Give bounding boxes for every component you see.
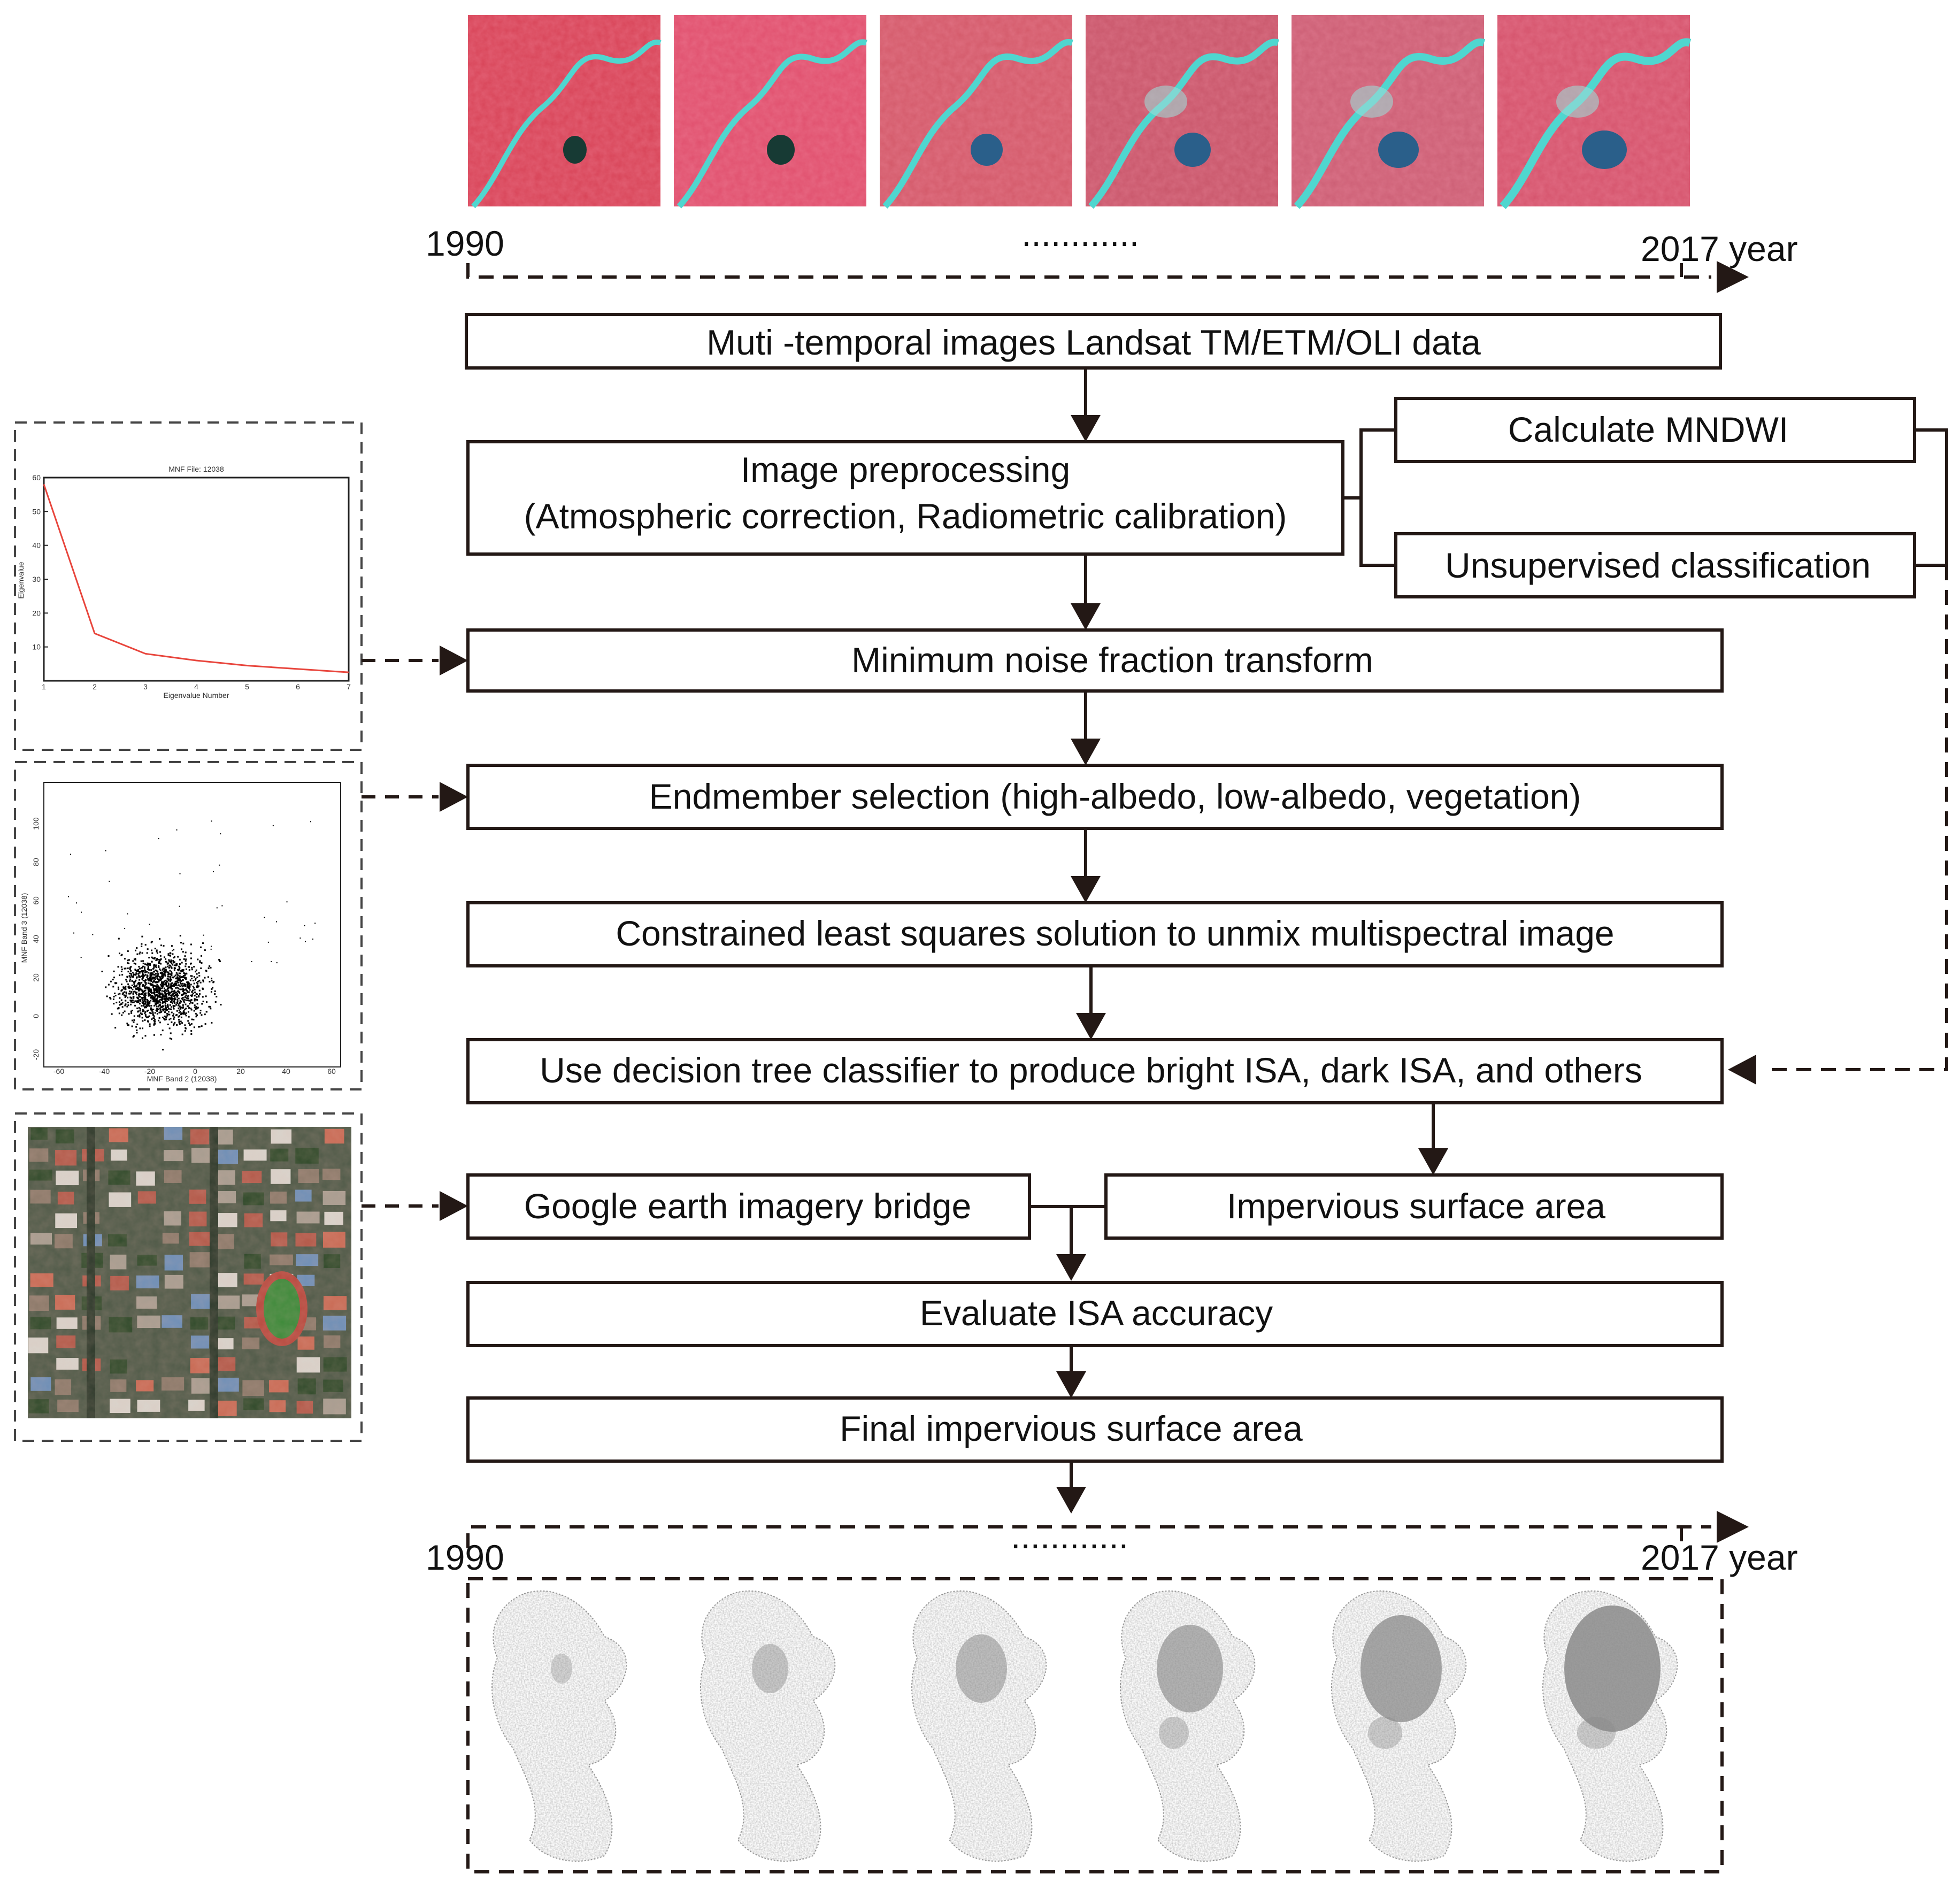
landsat-image-strip [468,15,1692,209]
box-evaluate [466,1281,1724,1347]
flow-arrowhead [1056,1371,1086,1398]
mnf-ytick: 40 [32,541,41,550]
mnf-xtick: 7 [347,682,351,691]
timeline-top-end: 2017 year [1641,229,1798,268]
flow-arrowhead [1071,739,1101,765]
scatter-xtick: 0 [193,1067,197,1076]
mnf-plot-title: MNF File: 12038 [168,465,224,473]
step-isa-label: Impervious surface area [1227,1186,1605,1226]
merge-arrowhead [1056,1254,1086,1281]
scatter-xtick: -60 [53,1067,64,1076]
landsat-thumbnail [880,15,1073,209]
step-mnf-label: Minimum noise fraction transform [851,640,1373,680]
box-cls [466,901,1724,967]
landsat-thumbnail [1497,15,1692,209]
isa-map [911,1590,1047,1862]
step-dtree-label: Use decision tree classifier to produce … [540,1050,1642,1090]
timeline-top-ellipsis: ............ [1021,214,1139,254]
scatter-ytick: 40 [32,935,40,943]
isa-map [1120,1590,1256,1862]
step-endmember-label: Endmember selection (high-albedo, low-al… [649,777,1581,816]
isa-map [1542,1590,1678,1862]
mnf-xtick: 3 [143,682,148,691]
bottom-timeline: ............ 1990 2017 year [426,1511,1798,1577]
flow-arrowhead [1076,1013,1106,1040]
flow-arrowhead [1056,1487,1086,1514]
scatter-ytick: 80 [32,858,40,866]
landsat-thumbnail [468,15,662,209]
mnf-ytick: 20 [32,609,41,617]
step-google-label: Google earth imagery bridge [524,1186,971,1226]
scatter-ytick: 0 [32,1014,40,1018]
step-unsup-label: Unsupervised classification [1445,546,1871,585]
mnf-eigenvalue-line [43,484,349,673]
step-eval-label: Evaluate ISA accuracy [920,1293,1273,1333]
landsat-thumbnail [1292,15,1486,209]
isa-map [491,1590,627,1862]
scatter-ytick: 20 [32,973,40,982]
step-mndwi-label: Calculate MNDWI [1508,410,1788,449]
box-data [465,313,1722,370]
mnf-xtick: 4 [194,682,198,691]
preproc-branch-connector [1343,428,1948,567]
box-decision-tree [466,1038,1724,1104]
mnf-plot-xlabel: Eigenvalue Number [164,691,229,700]
step-preproc-label-1: Image preprocessing [741,450,1070,489]
scatter-xtick: 20 [236,1067,245,1076]
flow-arrowhead [1418,1148,1448,1175]
step-data-label: Muti -temporal images Landsat TM/ETM/OLI… [706,322,1481,362]
top-timeline: 1990 2017 year ............ [426,214,1798,293]
scatter-plot-ylabel: MNF Band 3 (12038) [20,893,28,963]
google-earth-thumbnail [14,1112,363,1442]
scatter-xtick: 40 [282,1067,290,1076]
mnf-eigenvalue-thumbnail: MNF File: 12038 Eigenvalue Number Eigenv… [14,421,363,751]
timeline-bottom-ellipsis: ............ [1011,1516,1128,1556]
isa-map [700,1590,836,1862]
timeline-bottom-start: 1990 [426,1538,504,1577]
thumbnail-pointer-arrows [362,646,468,1221]
scatter-ytick: 60 [32,896,40,905]
isa-map [1331,1590,1467,1862]
scatter-xtick: 60 [327,1067,336,1076]
step-cls-label: Constrained least squares solution to un… [616,913,1614,953]
landsat-thumbnail [1086,15,1280,209]
mnf-xtick: 6 [296,682,300,691]
scatter-ytick: 100 [32,817,40,830]
scatter-xtick: -20 [144,1067,155,1076]
flow-arrowhead [1071,876,1101,903]
box-final [466,1396,1724,1463]
mnf-ytick: 50 [32,507,41,516]
mnf-xtick: 5 [245,682,249,691]
isa-maps-frame [466,1577,1724,1873]
merge-connector [1029,1205,1106,1257]
mnf-scatter-thumbnail: MNF Band 2 (12038) MNF Band 3 (12038) -6… [14,761,363,1090]
timeline-bottom-end: 2017 year [1641,1538,1798,1577]
mnf-plot-ylabel: Eigenvalue [17,562,25,598]
flow-arrowhead [1071,603,1101,630]
step-preproc-label-2: (Atmospheric correction, Radiometric cal… [524,496,1287,536]
mnf-ytick: 10 [32,643,41,651]
mndwi-feedback-arrow [1728,565,1948,1085]
scatter-ytick: -20 [32,1049,40,1060]
timeline-top-start: 1990 [426,224,504,263]
flow-arrowhead [1071,415,1101,442]
landsat-thumbnail [674,15,867,209]
scatter-plot-xlabel: MNF Band 2 (12038) [147,1074,217,1083]
scatter-xtick: -40 [99,1067,110,1076]
mnf-xtick: 1 [42,682,46,691]
mnf-xtick: 2 [93,682,97,691]
flow-arrows [1056,368,1448,1514]
mnf-ytick: 30 [32,575,41,583]
step-final-label: Final impervious surface area [840,1409,1303,1448]
mnf-ytick: 60 [32,473,41,482]
